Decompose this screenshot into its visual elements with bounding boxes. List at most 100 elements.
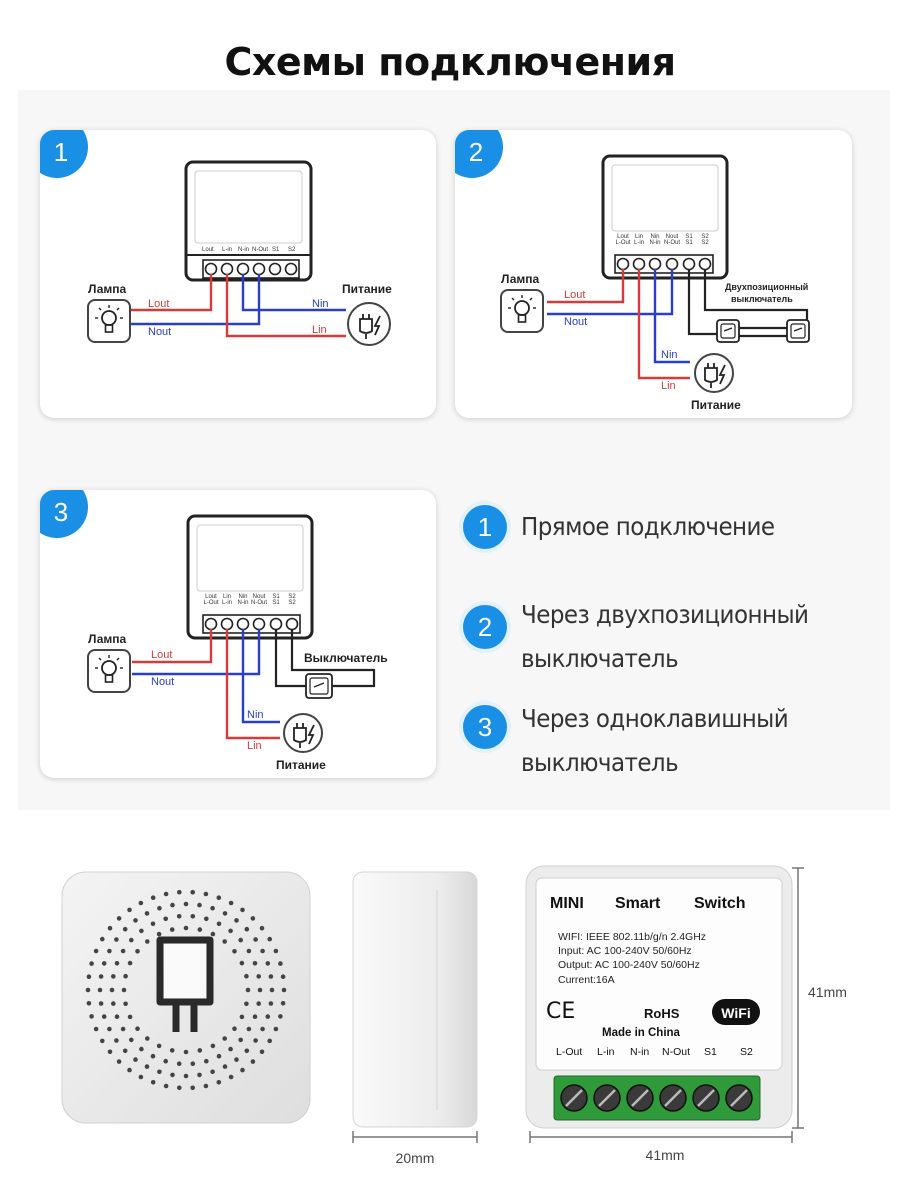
speaker-dot xyxy=(197,1072,202,1078)
terminal-label: S2 xyxy=(288,600,296,606)
single-switch-icon xyxy=(305,673,333,699)
speaker-dot xyxy=(234,1057,239,1062)
speaker-dot xyxy=(133,918,138,923)
screw-slot xyxy=(598,1089,616,1107)
spec-line: WIFI: IEEE 802.11b/g/n 2.4GHz xyxy=(558,931,706,943)
diagram-card-1: 1 Lout L-in N-in N-Out S1 S2 Lout Nout N… xyxy=(40,130,436,418)
speaker-dot xyxy=(163,891,169,897)
depth-dimension-label: 20mm xyxy=(396,1150,435,1166)
terminal-label: S1 xyxy=(272,594,280,600)
speaker-dot xyxy=(252,961,258,966)
speaker-dot xyxy=(222,939,227,944)
s1-wire xyxy=(687,269,717,336)
speaker-dot xyxy=(232,1026,237,1031)
speaker-dot xyxy=(238,937,243,943)
speaker-dot xyxy=(100,1038,105,1044)
switch-label-line: Двухпозиционный xyxy=(725,282,808,292)
speaker-dot xyxy=(234,918,239,923)
speaker-dot xyxy=(135,1026,140,1031)
lout-wire-label: Lout xyxy=(148,298,169,310)
nout-wire xyxy=(132,629,261,676)
terminal-labels: Lout L-Out Lin L-in Nin N-in Nout N-Out … xyxy=(615,234,709,246)
speaker-dot xyxy=(89,1014,94,1019)
spec-line: Current:16A xyxy=(558,974,615,986)
speaker-dot xyxy=(101,1014,107,1019)
two-way-switch-icon xyxy=(716,319,740,343)
speaker-dot xyxy=(177,1085,182,1091)
screw-slot xyxy=(697,1089,715,1107)
speaker-dot xyxy=(278,1014,283,1019)
speaker-dot xyxy=(259,1049,265,1055)
lin-wire-label: Lin xyxy=(247,740,262,752)
nout-wire-label: Nout xyxy=(148,326,171,338)
speaker-dot xyxy=(197,1048,203,1053)
switch-label-line: выключатель xyxy=(731,294,793,304)
nout-wire xyxy=(130,274,261,326)
power-plug-icon xyxy=(283,713,323,753)
speaker-dot xyxy=(197,902,202,908)
ce-mark: CE xyxy=(546,999,575,1024)
speaker-dot xyxy=(222,1064,228,1069)
speaker-dot xyxy=(123,1001,128,1007)
legend-number-badge: 2 xyxy=(463,605,507,649)
button-outline-icon xyxy=(156,936,214,1032)
speaker-dot xyxy=(120,948,126,954)
terminal-label: N-Out xyxy=(252,247,268,253)
rohs-mark: RoHS xyxy=(644,1006,680,1021)
speaker-dot xyxy=(139,1046,144,1052)
speaker-dot xyxy=(116,1059,122,1064)
terminal-label: N-in xyxy=(649,240,660,246)
speaker-dot xyxy=(127,1067,132,1073)
speaker-dot xyxy=(210,905,215,911)
speaker-dot xyxy=(145,1036,150,1041)
screw-slot xyxy=(664,1089,682,1107)
terminal-block xyxy=(614,254,714,274)
speaker-dot xyxy=(144,911,150,916)
device-title-word: MINI xyxy=(550,895,584,912)
smart-switch-module xyxy=(186,514,314,640)
lamp-icon xyxy=(87,649,131,693)
lout-wire xyxy=(130,274,213,312)
lin-wire xyxy=(225,274,346,338)
two-way-switch-icon xyxy=(786,319,810,343)
lout-wire xyxy=(132,629,213,664)
device-back-view: MINI Smart Switch WIFI: IEEE 802.11b/g/n… xyxy=(522,862,892,1172)
nin-wire xyxy=(241,629,280,724)
speaker-dot xyxy=(123,973,128,979)
speaker-dot xyxy=(150,1080,156,1085)
lin-wire xyxy=(637,269,690,380)
speaker-dot xyxy=(138,900,144,906)
speaker-dot xyxy=(280,1001,286,1006)
speaker-dot xyxy=(250,1059,256,1064)
lamp-label: Лампа xyxy=(88,282,127,296)
speaker-dot xyxy=(240,907,245,913)
speaker-dot xyxy=(111,974,116,979)
speaker-dot xyxy=(114,1038,119,1043)
terminal-label: Nout xyxy=(666,234,679,240)
speaker-dot xyxy=(183,1073,189,1079)
speaker-dot xyxy=(97,987,103,993)
speaker-dot xyxy=(114,961,120,966)
speaker-dot xyxy=(116,916,122,921)
terminal-label: N-Out xyxy=(662,1046,690,1058)
speaker-dot xyxy=(216,921,222,927)
speaker-dot xyxy=(210,931,216,937)
power-label: Питание xyxy=(342,282,392,296)
terminal-label: S2 xyxy=(288,247,296,253)
terminal-label: Nin xyxy=(238,594,247,600)
speaker-dot xyxy=(244,973,249,979)
terminal-label: L-in xyxy=(597,1046,615,1058)
speaker-dot xyxy=(109,987,115,993)
speaker-dot xyxy=(257,987,263,993)
speaker-dot xyxy=(222,1036,227,1041)
speaker-dot xyxy=(190,1061,196,1066)
speaker-dot xyxy=(216,895,222,900)
speaker-dot xyxy=(156,931,162,937)
s1-wire xyxy=(274,629,306,688)
speaker-dot xyxy=(246,1026,252,1032)
speaker-dot xyxy=(129,1037,134,1043)
legend-number-badge: 3 xyxy=(463,705,507,749)
nout-wire-label: Nout xyxy=(564,316,587,328)
terminal-label: L-Out xyxy=(615,240,630,246)
terminal-block xyxy=(202,259,300,279)
